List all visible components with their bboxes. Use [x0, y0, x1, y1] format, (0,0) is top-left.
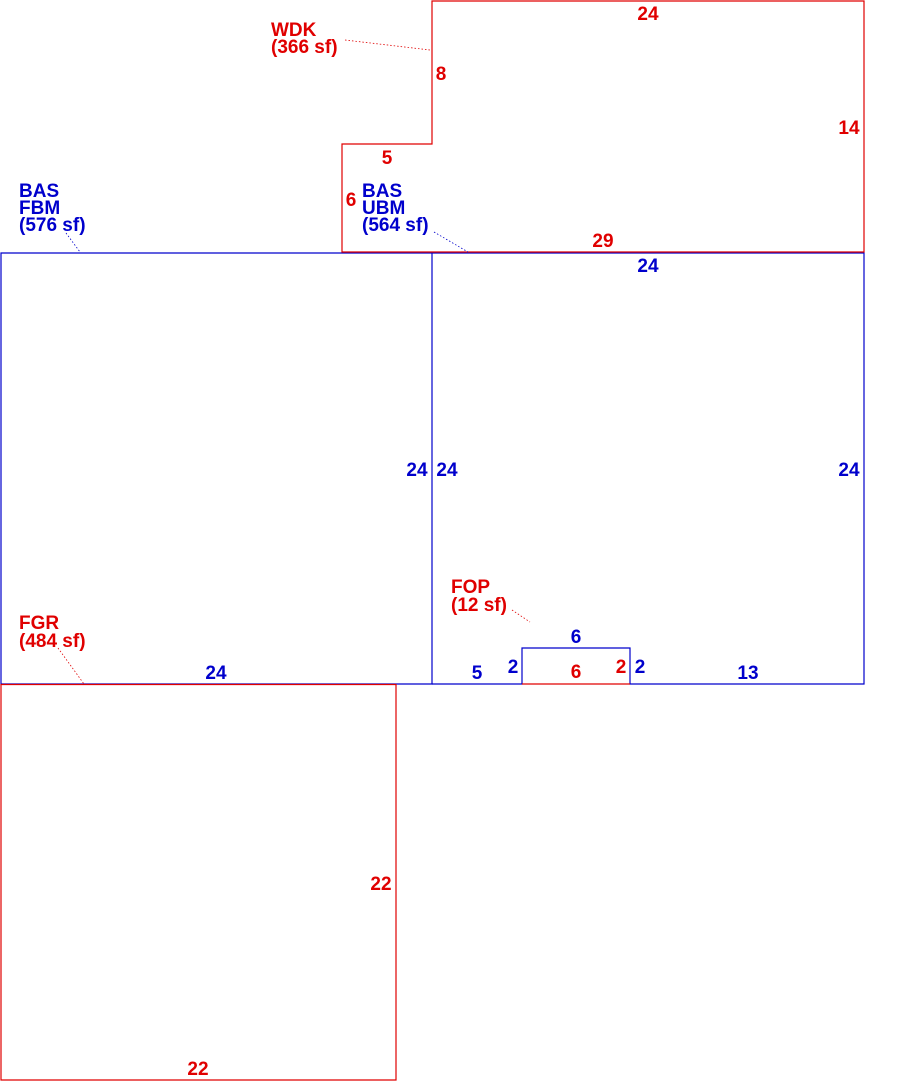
fgr-code: FGR: [19, 613, 59, 634]
fop-leader-line: [511, 609, 531, 623]
dim-fop-right: 2: [635, 657, 646, 678]
fgr-area: (484 sf): [19, 631, 86, 652]
wdk-label: WDK (366 sf): [271, 20, 338, 58]
fop-area: (12 sf): [451, 595, 507, 616]
bas-fbm-label: BAS FBM (576 sf): [19, 181, 86, 236]
bas-ubm-leader-line: [433, 231, 469, 253]
wdk-outline: [341, 0, 865, 253]
dim-fop-bottom: 6: [571, 662, 582, 683]
fgr-outline: [0, 683, 397, 1081]
dim-fgr-right: 22: [370, 874, 391, 895]
dim-ubm-left: 24: [436, 460, 458, 481]
dim-wdk-right: 14: [838, 118, 860, 139]
dim-ubm-bottom-right: 13: [737, 663, 758, 684]
wdk-leader-line: [344, 39, 431, 51]
dim-ubm-top: 24: [637, 256, 659, 277]
fgr-label: FGR (484 sf): [19, 613, 86, 652]
dim-wdk-left-lower: 6: [346, 190, 357, 211]
bas-ubm-area: (564 sf): [362, 215, 429, 236]
dim-ubm-right: 24: [838, 460, 860, 481]
dim-fbm-right: 24: [406, 460, 428, 481]
dim-fgr-bottom: 22: [187, 1059, 208, 1080]
bas-fbm-leader-line: [65, 232, 81, 253]
fop-code: FOP: [451, 577, 490, 598]
dim-wdk-step: 5: [382, 148, 393, 169]
dim-fbm-bottom: 24: [205, 663, 227, 684]
bas-fbm-area: (576 sf): [19, 215, 86, 236]
bas-fbm-code-1: BAS: [19, 181, 59, 202]
bas-fbm-code-2: FBM: [19, 198, 60, 219]
wdk-area: (366 sf): [271, 37, 338, 58]
fgr-leader-line: [57, 647, 85, 685]
dim-wdk-bottom: 29: [592, 231, 613, 252]
dim-ubm-bottom-left: 5: [472, 663, 483, 684]
dim-fop-right-red: 2: [616, 657, 627, 678]
bas-ubm-label: BAS UBM (564 sf): [362, 181, 429, 236]
bas-ubm-code-1: BAS: [362, 181, 402, 202]
dim-wdk-left-upper: 8: [436, 64, 447, 85]
dim-wdk-top: 24: [637, 4, 659, 25]
dim-fop-left: 2: [508, 657, 519, 678]
bas-fbm-outline: [0, 252, 433, 685]
dim-fop-top: 6: [571, 627, 582, 648]
wdk-code: WDK: [271, 20, 317, 41]
fop-label: FOP (12 sf): [451, 577, 507, 616]
bas-ubm-code-2: UBM: [362, 198, 405, 219]
bas-ubm-outline: [432, 252, 865, 685]
